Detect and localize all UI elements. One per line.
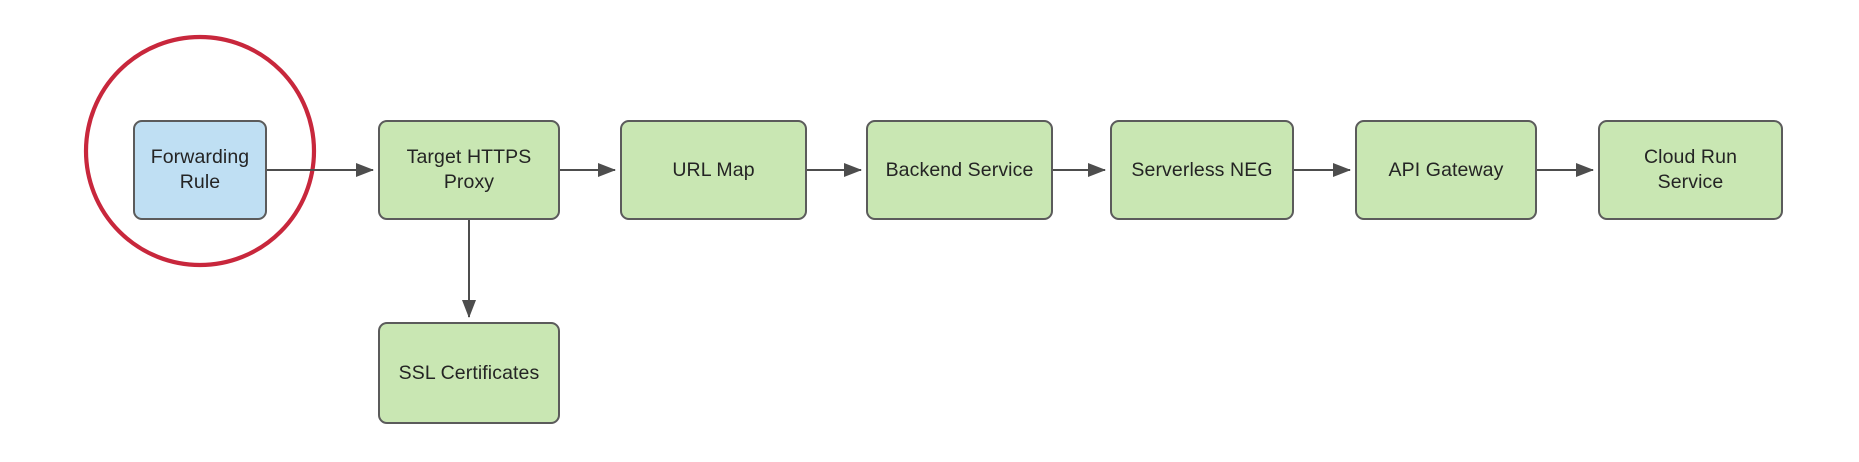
node-forwarding-rule[interactable]: Forwarding Rule xyxy=(133,120,267,220)
node-backend-service[interactable]: Backend Service xyxy=(866,120,1053,220)
node-label-forwarding-rule: Forwarding Rule xyxy=(150,146,250,193)
node-target-https-proxy[interactable]: Target HTTPS Proxy xyxy=(378,120,560,220)
node-url-map[interactable]: URL Map xyxy=(620,120,807,220)
node-cloud-run-service[interactable]: Cloud Run Service xyxy=(1598,120,1783,220)
node-label-backend-service: Backend Service xyxy=(885,158,1034,181)
node-serverless-neg[interactable]: Serverless NEG xyxy=(1110,120,1294,220)
node-ssl-certificates[interactable]: SSL Certificates xyxy=(378,322,560,424)
node-label-serverless-neg: Serverless NEG xyxy=(1131,158,1273,181)
node-label-url-map: URL Map xyxy=(672,158,755,181)
node-label-target-https-proxy: Target HTTPS Proxy xyxy=(406,146,532,193)
node-label-cloud-run-service: Cloud Run Service xyxy=(1643,146,1738,193)
node-label-ssl-certificates: SSL Certificates xyxy=(398,361,540,384)
node-api-gateway[interactable]: API Gateway xyxy=(1355,120,1537,220)
node-label-api-gateway: API Gateway xyxy=(1388,158,1504,181)
